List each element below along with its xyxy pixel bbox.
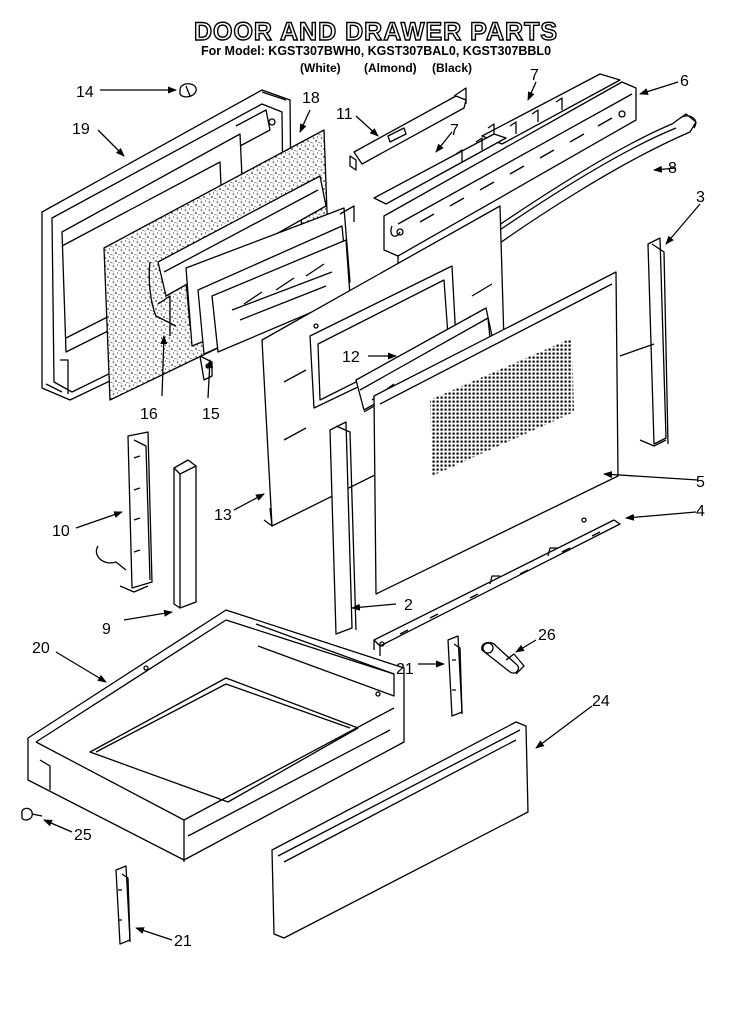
part-number-p14: 14 [76,84,94,101]
color-black: (Black) [432,61,473,75]
door-hinge-bracket [349,87,467,171]
door-clip-screw [179,83,197,98]
drawer-slide-bracket-left [95,431,153,593]
part-number-p21a: 21 [396,661,414,678]
diagram-header: DOOR AND DRAWER PARTS For Model: KGST307… [0,0,752,84]
part-number-p5: 5 [696,474,705,491]
part-number-p9: 9 [102,621,111,638]
part-number-p11: 11 [336,106,353,123]
part-number-p15: 15 [202,406,220,423]
side-spacer-block [173,459,197,609]
door-side-trim-left [329,421,357,635]
drawer-body [27,609,405,862]
part-number-p24: 24 [592,693,610,710]
outer-door-panel [373,271,619,595]
part-number-p4: 4 [696,503,705,520]
part-number-p21b: 21 [174,933,192,950]
color-almond: (Almond) [364,61,417,75]
part-number-p18: 18 [302,90,320,107]
drawer-roller [481,641,525,675]
color-white: (White) [300,61,341,75]
drawer-screw [21,807,43,821]
part-callouts: 2 3 4 5 6 7 7 8 9 10 11 12 13 14 15 16 18 19 20 21 21 24 25 26 [32,67,705,950]
part-number-p19: 19 [72,121,90,138]
part-number-p16: 16 [140,406,158,423]
part-number-p13: 13 [214,507,232,524]
part-number-p2: 2 [404,597,413,614]
door-bottom-trim [373,517,621,656]
part-number-p7b: 7 [450,122,459,139]
part-number-p26: 26 [538,627,556,644]
part-number-p25: 25 [74,827,92,844]
diagram-title: DOOR AND DRAWER PARTS [193,17,559,46]
part-number-p20: 20 [32,640,50,657]
part-number-p7a: 7 [530,67,539,84]
part-number-p8: 8 [668,160,677,177]
drawer-front-panel [271,721,529,939]
drawer-slide-lower [115,865,131,945]
leader-arrows [43,81,701,941]
part-number-p10: 10 [52,523,70,540]
drawer-slide-upper [447,635,463,717]
door-glass-pack [185,205,355,381]
part-number-p12: 12 [342,349,360,366]
door-side-trim-right [619,237,669,447]
part-number-p3: 3 [696,189,705,206]
model-list: For Model: KGST307BWH0, KGST307BAL0, KGS… [200,44,552,58]
vent-strip-lower [373,133,507,205]
part-number-p6: 6 [680,73,689,90]
